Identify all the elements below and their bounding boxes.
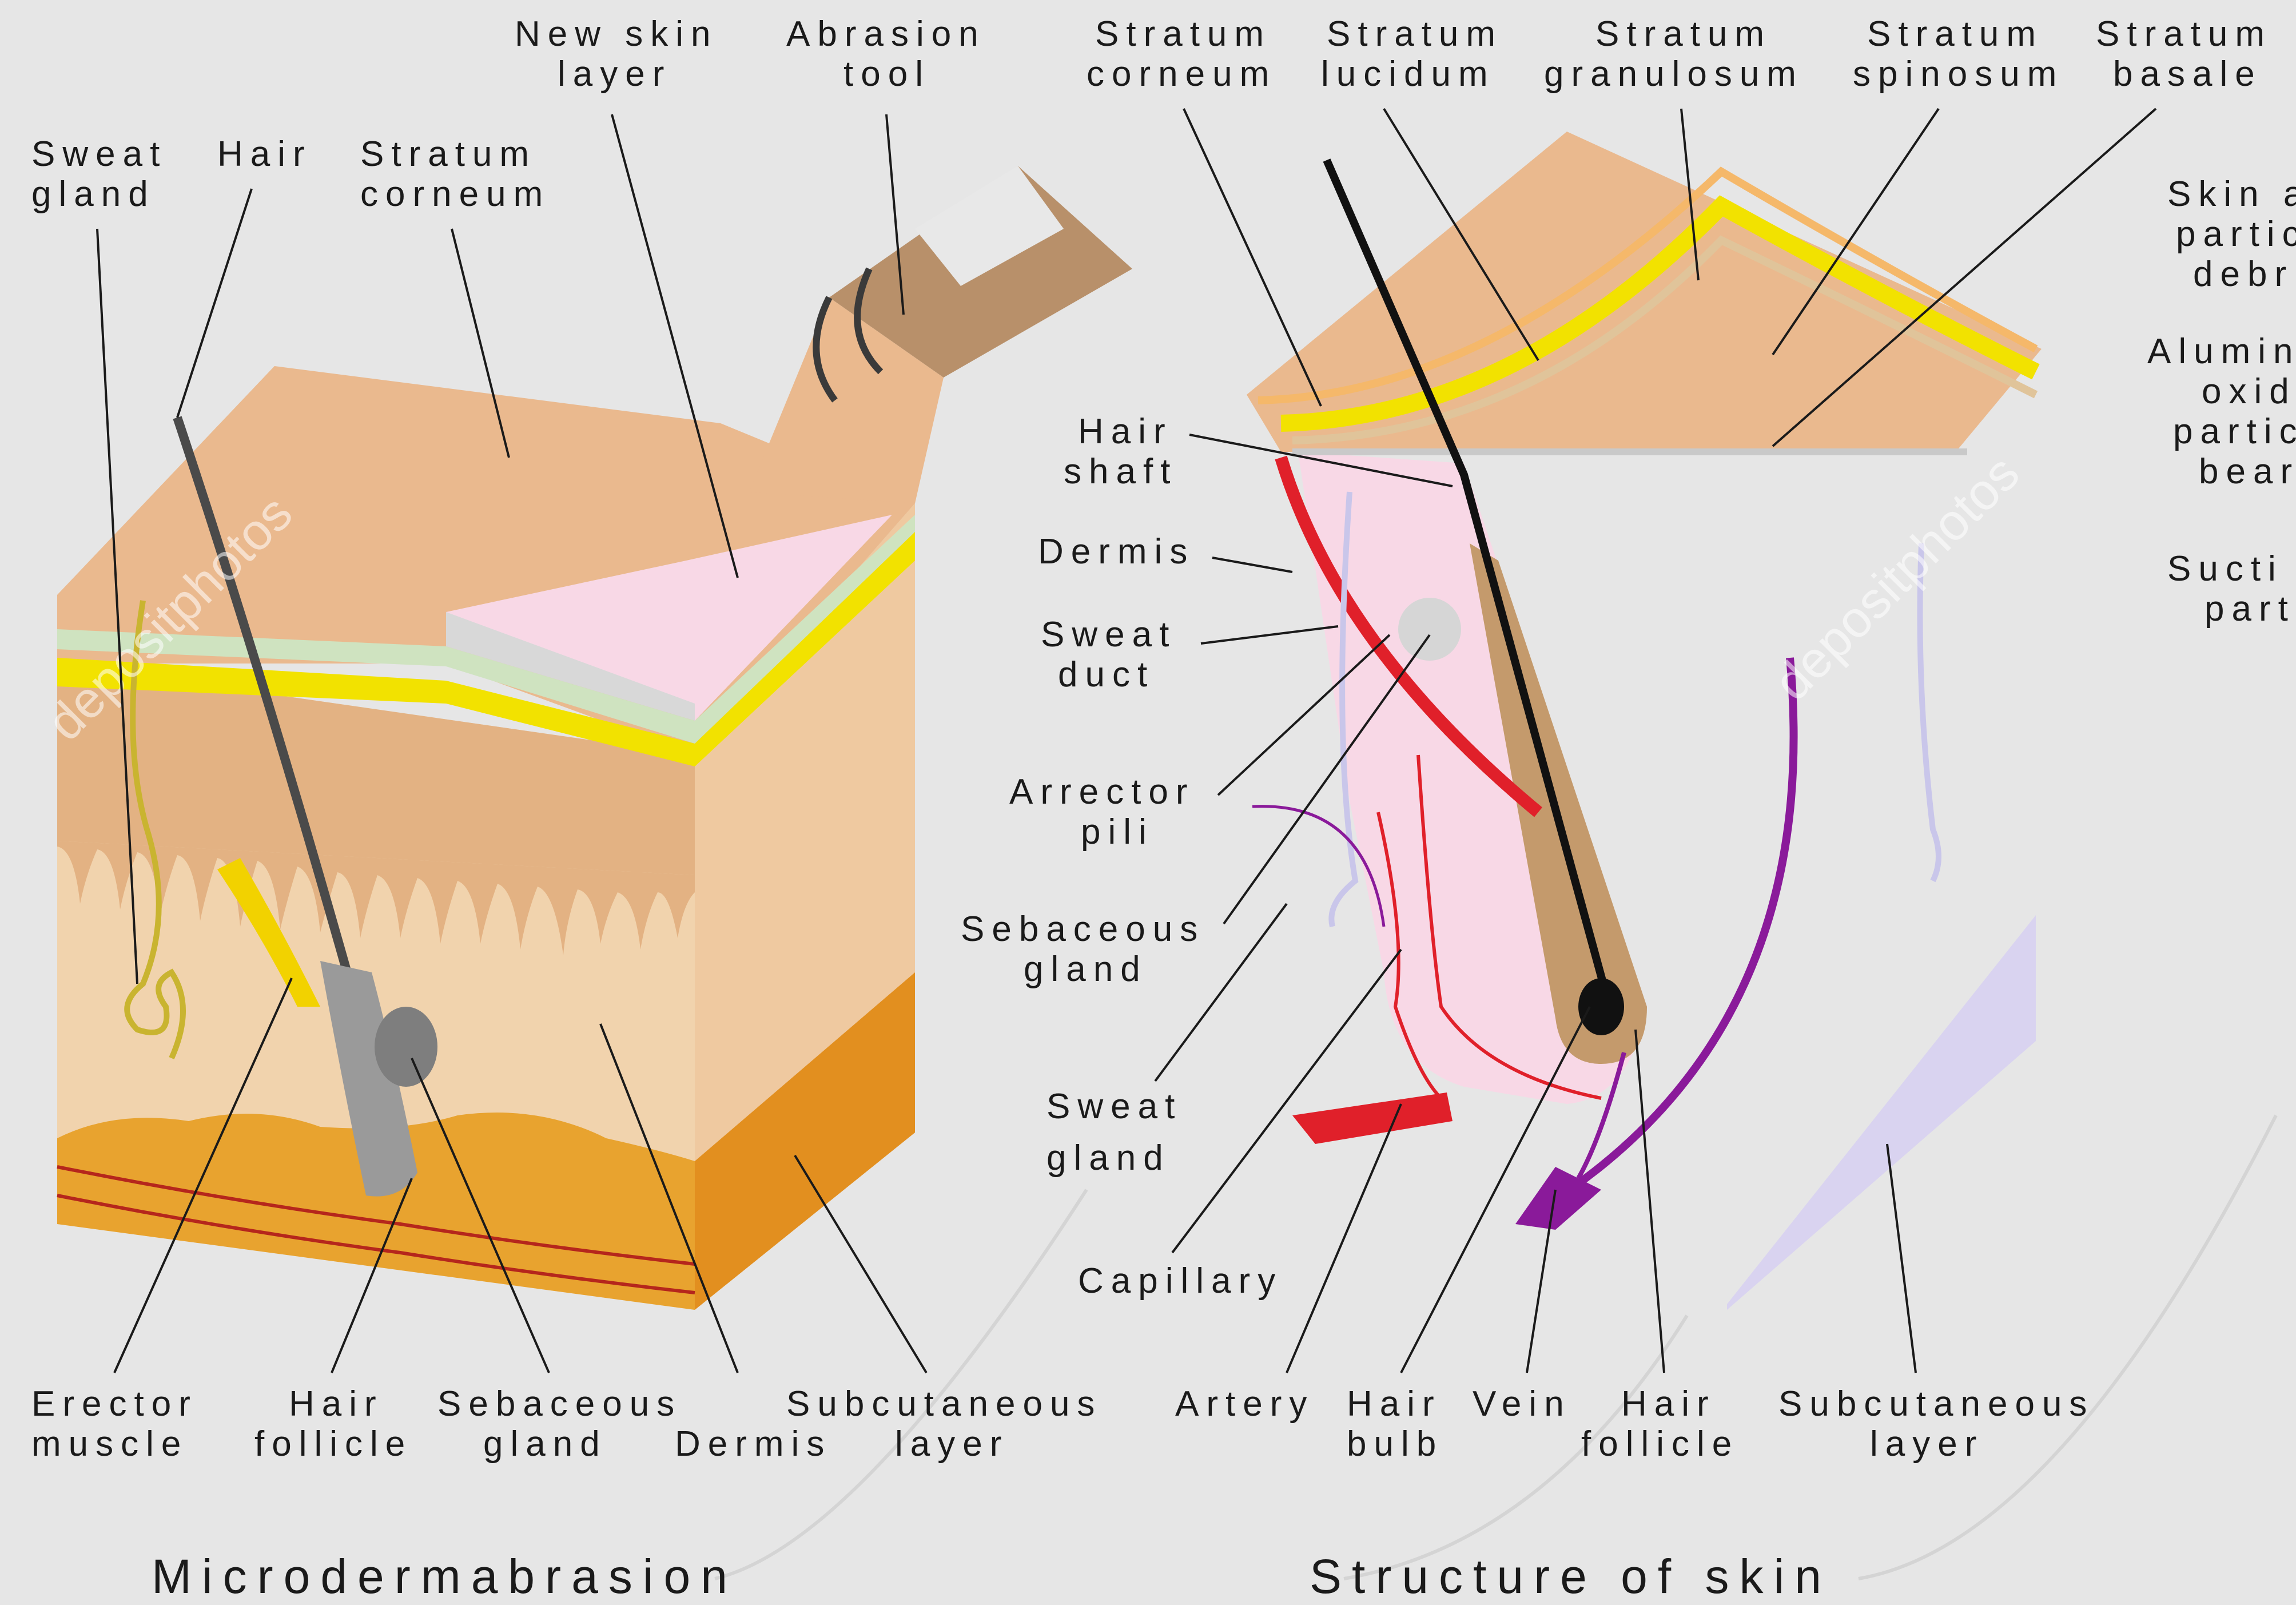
label-stratum-basale: Stratum basale xyxy=(2096,14,2289,94)
label-erector-muscle: Erector muscle xyxy=(31,1384,215,1464)
label-vein: Vein xyxy=(1473,1384,1571,1424)
label-hair-left: Hair xyxy=(217,134,312,174)
microdermabrasion-illustration xyxy=(57,366,915,1310)
sebaceous-cluster xyxy=(1398,598,1461,661)
caption-structure-of-skin: Structure of skin xyxy=(1310,1550,1832,1603)
label-stratum-spinosum: Stratum spinosum xyxy=(1853,14,2064,94)
label-stratum-corneum-left: Stratum corneum xyxy=(360,134,554,214)
label-hair-shaft: Hair shaft xyxy=(1064,412,1190,491)
label-artery: Artery xyxy=(1175,1384,1314,1424)
label-dermis-right: Dermis xyxy=(1038,532,1195,571)
label-dermis-left: Dermis xyxy=(675,1424,831,1464)
label-hair-bulb: Hair bulb xyxy=(1347,1384,1459,1464)
caption-microdermabrasion: Microdermabrasion xyxy=(152,1550,738,1603)
hair-bulb-shape xyxy=(1578,978,1624,1035)
label-stratum-lucidum: Stratum lucidum xyxy=(1321,14,1520,94)
label-stratum-corneum-right: Stratum corneum xyxy=(1087,14,1288,94)
sebaceous-gland-shape xyxy=(375,1007,437,1087)
label-capillary: Capillary xyxy=(1078,1261,1283,1301)
